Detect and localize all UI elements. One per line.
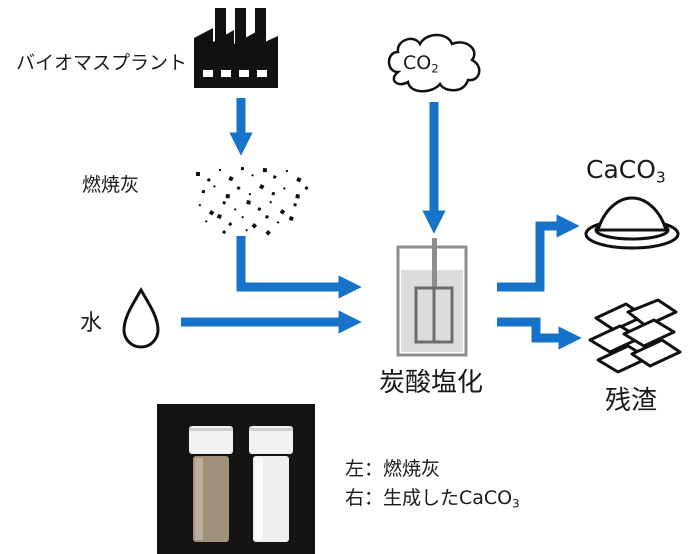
label-water: 水 (80, 311, 103, 336)
ash-particle (295, 194, 300, 199)
ash-particle (265, 214, 269, 219)
ash-particle (279, 209, 286, 215)
caco3-powder-icon (584, 196, 680, 250)
ash-particle (218, 169, 221, 172)
ash-particle (241, 215, 244, 219)
sample-photo (157, 404, 315, 554)
arrow-ash-to-reactor (236, 236, 362, 299)
label-biomass-plant: バイオマスプラント (16, 52, 188, 74)
label-caco3: CaCO3 (586, 155, 666, 187)
ash-particle (196, 172, 200, 176)
ash-particle (265, 230, 271, 236)
photo-legend: 左：燃焼灰 右：生成したCaCO3 (345, 455, 520, 514)
ash-particle (236, 186, 241, 191)
ash-particle (233, 208, 237, 211)
ash-particle (213, 185, 216, 188)
ash-particle (271, 191, 275, 196)
ash-particle (246, 200, 251, 205)
ash-particle (228, 176, 234, 182)
ash-particle (206, 178, 211, 182)
reactor-vessel-icon (396, 238, 468, 357)
ash-particle (251, 223, 258, 229)
arrow-reactor-to-caco3 (497, 214, 580, 292)
label-combustion-ash: 燃焼灰 (82, 174, 140, 196)
ash-particle (216, 213, 222, 219)
co2-cloud-icon (387, 33, 481, 93)
ash-particle (201, 190, 205, 194)
residue-bags-icon (588, 298, 682, 374)
ash-particle (240, 167, 244, 171)
ash-particle (272, 175, 277, 180)
ash-particle (225, 194, 230, 199)
ash-particle (257, 207, 262, 212)
ash-particle (222, 229, 227, 235)
ash-particle (248, 192, 251, 196)
ash-particle (198, 204, 201, 207)
ash-particle (262, 168, 267, 173)
ash-particle (204, 219, 208, 223)
ash-particle (251, 174, 254, 177)
ash-particle (228, 222, 233, 227)
ash-particle (296, 177, 302, 183)
ash-particle (304, 186, 309, 191)
label-co2: CO2 (403, 52, 439, 76)
ash-particles-icon (196, 167, 309, 236)
ash-particle (208, 209, 215, 216)
ash-particle (269, 201, 272, 204)
legend-right: 右：生成したCaCO3 (345, 487, 520, 511)
ash-particle (285, 170, 288, 173)
ash-particle (288, 216, 294, 222)
arrow-reactor-to-residue (497, 317, 582, 350)
flow-arrows (181, 98, 582, 350)
ash-particle (293, 203, 297, 207)
ash-particle (276, 221, 280, 224)
ash-particle (222, 201, 226, 205)
ash-particle (282, 187, 286, 190)
factory-icon (194, 8, 278, 88)
label-carbonation: 炭酸塩化 (379, 368, 484, 398)
water-drop-icon (122, 286, 160, 349)
ash-particle (259, 184, 265, 190)
label-residue: 残渣 (605, 386, 658, 416)
legend-left: 左：燃焼灰 (345, 458, 441, 480)
ash-particle (245, 228, 248, 232)
